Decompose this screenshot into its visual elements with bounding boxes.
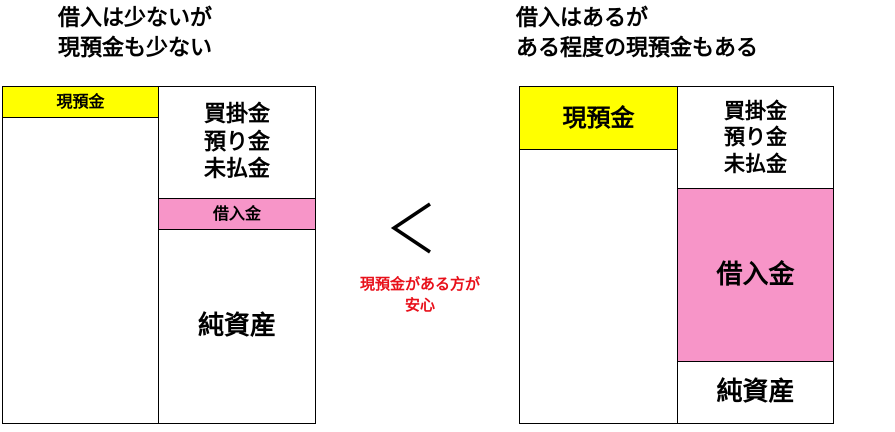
left-loan-label: 借入金 bbox=[212, 204, 261, 223]
middle-caption-line-1: 現預金がある方が bbox=[359, 275, 480, 293]
right-liability-payables: 買掛金 bbox=[724, 99, 787, 124]
left-liability-accrued: 未払金 bbox=[203, 157, 270, 183]
left-equity-cell: 純資産 bbox=[158, 229, 316, 424]
left-liability-deposits: 預り金 bbox=[203, 129, 270, 155]
right-equity-cell: 純資産 bbox=[677, 361, 834, 424]
left-loan-cell: 借入金 bbox=[158, 198, 316, 230]
right-cash-cell: 現預金 bbox=[519, 86, 678, 150]
right-cash-label: 現預金 bbox=[562, 104, 635, 132]
right-liability-deposits: 預り金 bbox=[724, 125, 787, 150]
left-liabilities-cell: 買掛金 預り金 未払金 bbox=[158, 86, 316, 199]
right-loan-label: 借入金 bbox=[716, 259, 795, 290]
left-cash-cell: 現預金 bbox=[2, 86, 159, 118]
left-liability-payables: 買掛金 bbox=[203, 102, 270, 128]
right-equity-label: 純資産 bbox=[716, 377, 795, 408]
right-loan-cell: 借入金 bbox=[677, 188, 834, 362]
right-liability-accrued: 未払金 bbox=[724, 151, 787, 176]
middle-caption: 現預金がある方が 安心 bbox=[320, 274, 520, 316]
less-than-symbol bbox=[390, 202, 431, 254]
left-assets-column bbox=[2, 86, 159, 424]
right-title: 借入はあるが ある程度の現預金もある bbox=[516, 4, 758, 64]
left-title-line-1: 借入は少ないが bbox=[58, 6, 213, 31]
right-title-line-2: ある程度の現預金もある bbox=[516, 36, 759, 61]
left-equity-label: 純資産 bbox=[197, 311, 276, 342]
middle-caption-line-2: 安心 bbox=[404, 296, 435, 314]
left-cash-label: 現預金 bbox=[56, 92, 105, 111]
right-liabilities-cell: 買掛金 預り金 未払金 bbox=[677, 86, 834, 189]
right-title-line-1: 借入はあるが bbox=[516, 6, 649, 31]
left-title: 借入は少ないが 現預金も少ない bbox=[58, 4, 212, 64]
left-title-line-2: 現預金も少ない bbox=[58, 36, 213, 61]
